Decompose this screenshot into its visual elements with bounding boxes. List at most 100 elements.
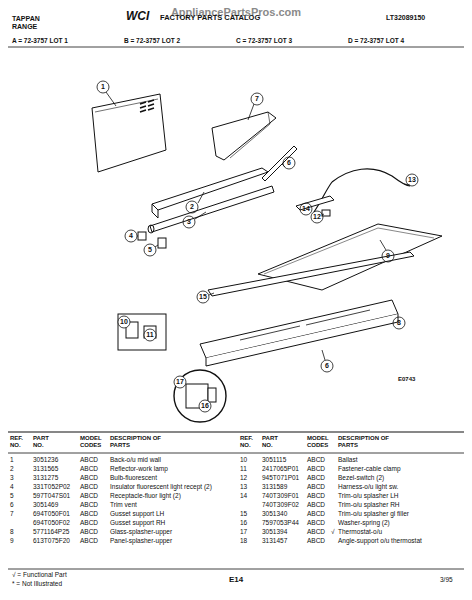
part-description: Angle-support o/u thermostat bbox=[338, 537, 466, 546]
part-number: 331T052P02 bbox=[33, 483, 70, 492]
callout-number: 1 bbox=[101, 83, 105, 91]
part-description: Trim-o/u splasher gl filler bbox=[338, 510, 466, 519]
callout-number: 4 bbox=[129, 232, 133, 240]
ref-number: 17 bbox=[240, 528, 247, 537]
ref-number: 10 bbox=[240, 456, 247, 465]
ref-number: 6 bbox=[10, 501, 14, 510]
ref-number: 7 bbox=[10, 510, 14, 519]
column-header: REF. NO. bbox=[10, 435, 30, 449]
ref-number: 18 bbox=[240, 537, 247, 546]
model-codes: ABCD bbox=[307, 528, 325, 537]
ref-number: 11 bbox=[240, 465, 247, 474]
part-description: Gusset support LH bbox=[110, 510, 228, 519]
callout-number: 17 bbox=[176, 378, 184, 386]
ref-number: 12 bbox=[240, 474, 247, 483]
model-codes: ABCD bbox=[80, 537, 98, 546]
part-number: 740T309F02 bbox=[262, 501, 299, 510]
brand-name: TAPPAN bbox=[12, 15, 40, 23]
model-lot: C = 72-3757 LOT 3 bbox=[236, 37, 292, 44]
part-number: 5771164P25 bbox=[33, 528, 69, 537]
model-codes: ABCD bbox=[80, 528, 98, 537]
callout-number: 6 bbox=[325, 362, 329, 370]
catalog-number: LT32089150 bbox=[386, 14, 425, 22]
callout-number: 11 bbox=[146, 331, 153, 339]
part-description: Fastener-cable clamp bbox=[338, 465, 466, 474]
part-number: 945T071P01 bbox=[262, 474, 299, 483]
part-description: Insulator fluorescent light recept (2) bbox=[110, 483, 228, 492]
model-codes: ABCD bbox=[307, 483, 325, 492]
model-lot: B = 72-3757 LOT 2 bbox=[124, 37, 180, 44]
column-header: PART NO. bbox=[262, 435, 288, 449]
part-number: 3051115 bbox=[262, 456, 286, 465]
product-type: RANGE bbox=[12, 23, 37, 31]
model-codes: ABCD bbox=[80, 510, 98, 519]
part-description: Back-o/u mid wall bbox=[110, 456, 228, 465]
part-number: 694T050F01 bbox=[33, 510, 70, 519]
callout-number: 7 bbox=[255, 95, 259, 103]
ref-number: 14 bbox=[240, 492, 247, 501]
catalog-title: FACTORY PARTS CATALOG bbox=[160, 14, 260, 23]
callout-number: 5 bbox=[148, 246, 152, 254]
column-header: DESCRIPTION OF PARTS bbox=[110, 435, 172, 449]
callout-number: 16 bbox=[201, 402, 209, 410]
ref-number: 16 bbox=[240, 519, 247, 528]
model-codes: ABCD bbox=[80, 501, 98, 510]
model-codes: ABCD bbox=[307, 501, 325, 510]
part-description: Washer-spring (2) bbox=[338, 519, 466, 528]
callout-number: 13 bbox=[408, 176, 416, 184]
ref-number: 15 bbox=[240, 510, 247, 519]
model-codes: ABCD bbox=[80, 483, 98, 492]
callout-number: 12 bbox=[313, 213, 321, 221]
part-description: Receptacle-fluor light (2) bbox=[110, 492, 228, 501]
model-codes: ABCD bbox=[307, 456, 325, 465]
model-codes: ABCD bbox=[80, 492, 98, 501]
part-number: 3131589 bbox=[262, 483, 287, 492]
column-header: MODEL CODES bbox=[307, 435, 333, 449]
part-description: Thermostat-o/u bbox=[338, 528, 466, 537]
part-number: 3131565 bbox=[33, 465, 58, 474]
part-description: Trim vent bbox=[110, 501, 228, 510]
ref-number: 13 bbox=[240, 483, 247, 492]
model-lot: A = 72-3757 LOT 1 bbox=[12, 37, 68, 44]
part-description: Bezel-switch (2) bbox=[338, 474, 466, 483]
model-codes: ABCD bbox=[307, 519, 325, 528]
callout-number: 3 bbox=[187, 218, 191, 226]
part-description: Glass-splasher-upper bbox=[110, 528, 228, 537]
callout-number: 9 bbox=[386, 252, 390, 260]
part-description: Panel-splasher-upper bbox=[110, 537, 228, 546]
part-description: Trim-o/u splasher RH bbox=[338, 501, 466, 510]
ref-number: 8 bbox=[10, 528, 14, 537]
ref-number: 3 bbox=[10, 474, 14, 483]
part-description: Gusset support RH bbox=[110, 519, 228, 528]
model-codes: ABCD bbox=[80, 456, 98, 465]
footnote: * = Not Illustrated bbox=[12, 580, 62, 587]
part-description: Ballast bbox=[338, 456, 466, 465]
part-number: 7597053P44 bbox=[262, 519, 299, 528]
part-number: 3051469 bbox=[33, 501, 58, 510]
column-header: PART NO. bbox=[33, 435, 59, 449]
model-codes: ABCD bbox=[80, 474, 98, 483]
part-description: Reflector-work lamp bbox=[110, 465, 228, 474]
column-header: REF. NO. bbox=[240, 435, 260, 449]
part-number: 613T075F20 bbox=[33, 537, 70, 546]
part-number: 3051394 bbox=[262, 528, 287, 537]
callout-number: 8 bbox=[397, 319, 401, 327]
model-codes: ABCD bbox=[80, 465, 98, 474]
functional-mark: √ bbox=[331, 528, 335, 537]
part-number: 2417065P01 bbox=[262, 465, 299, 474]
part-number: 3131457 bbox=[262, 537, 287, 546]
model-codes: ABCD bbox=[307, 492, 325, 501]
part-number: 3051236 bbox=[33, 456, 58, 465]
part-description: Trim-o/u splasher LH bbox=[338, 492, 466, 501]
ref-number: 5 bbox=[10, 492, 14, 501]
part-description: Harness-o/u light sw. bbox=[338, 483, 466, 492]
callout-number: 15 bbox=[199, 293, 207, 301]
part-description: Bulb-fluorescent bbox=[110, 474, 228, 483]
ref-number: 4 bbox=[10, 483, 14, 492]
column-header: DESCRIPTION OF PARTS bbox=[338, 435, 400, 449]
callout-number: 14 bbox=[302, 205, 310, 213]
page-number: E14 bbox=[229, 575, 243, 584]
ref-number: 9 bbox=[10, 537, 14, 546]
ref-number: 2 bbox=[10, 465, 14, 474]
callout-number: 10 bbox=[120, 318, 128, 326]
